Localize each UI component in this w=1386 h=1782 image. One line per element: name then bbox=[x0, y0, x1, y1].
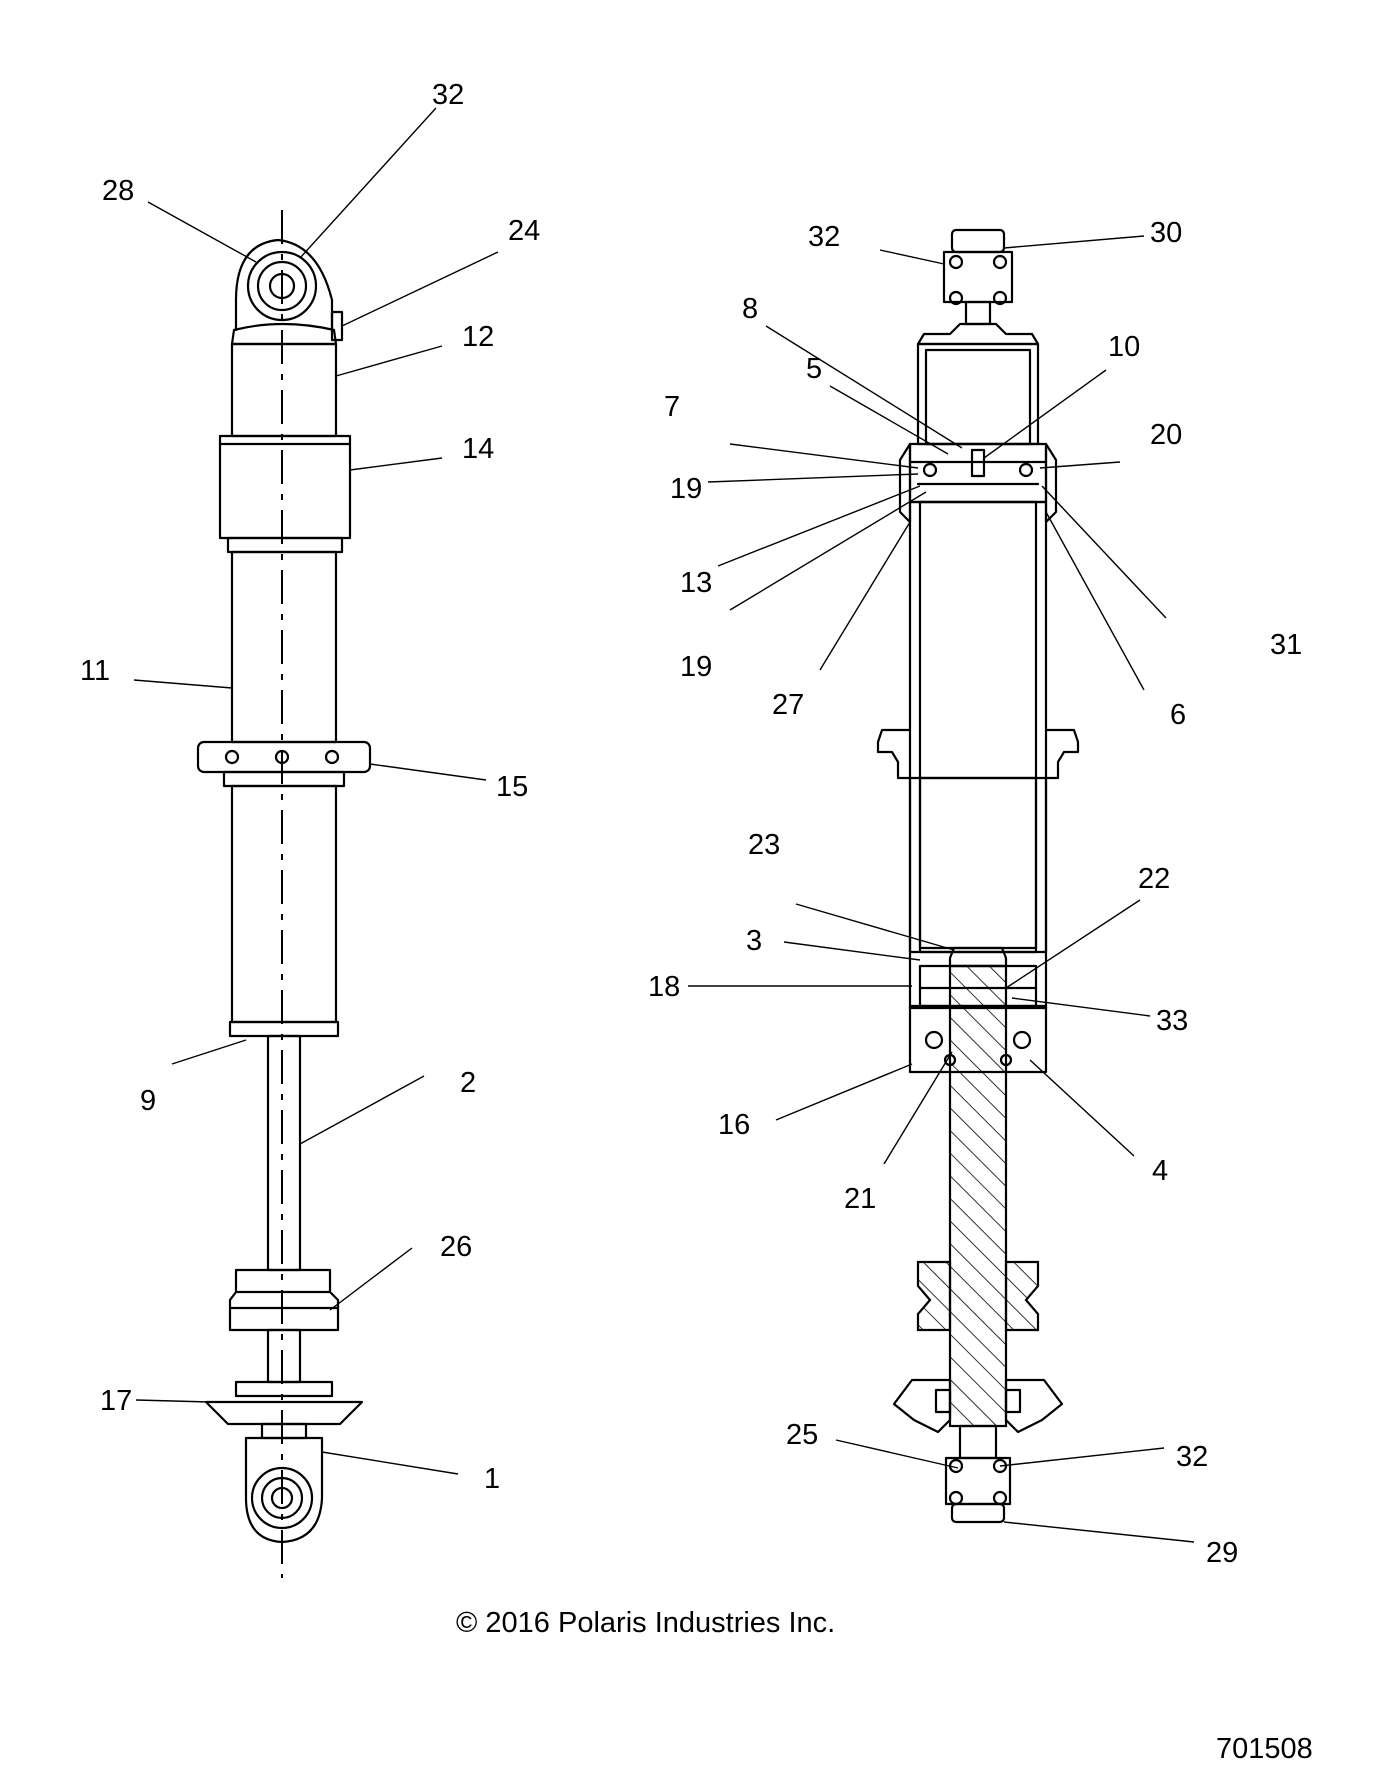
callout-22: 22 bbox=[1138, 863, 1170, 895]
callout-33: 33 bbox=[1156, 1005, 1188, 1037]
callout-16: 16 bbox=[718, 1109, 750, 1141]
callout-18: 18 bbox=[648, 971, 680, 1003]
leader-lines bbox=[133, 107, 1195, 1543]
right-callouts: 32 30 8 10 5 7 20 19 13 19 27 6 31 23 22… bbox=[648, 217, 1302, 1569]
callout-2: 2 bbox=[460, 1067, 476, 1099]
callout-7: 7 bbox=[664, 391, 680, 423]
callout-13: 13 bbox=[680, 567, 712, 599]
callout-15: 15 bbox=[496, 771, 528, 803]
callout-27: 27 bbox=[772, 689, 804, 721]
callout-11: 11 bbox=[80, 655, 110, 687]
callout-30: 30 bbox=[1150, 217, 1182, 249]
copyright-text: © 2016 Polaris Industries Inc. bbox=[456, 1607, 835, 1639]
callout-21: 21 bbox=[844, 1183, 876, 1215]
callout-5: 5 bbox=[806, 353, 822, 385]
callout-4: 4 bbox=[1152, 1155, 1168, 1187]
callout-31: 31 bbox=[1270, 629, 1302, 661]
callout-1: 1 bbox=[484, 1463, 500, 1495]
callout-9: 9 bbox=[140, 1085, 156, 1117]
shock-section-view bbox=[876, 228, 1080, 1524]
callout-17: 17 bbox=[100, 1385, 132, 1417]
callout-8: 8 bbox=[742, 293, 758, 325]
callout-12: 12 bbox=[462, 321, 494, 353]
callout-19-upper: 19 bbox=[670, 473, 702, 505]
callout-25: 25 bbox=[786, 1419, 818, 1451]
callout-10: 10 bbox=[1108, 331, 1140, 363]
shock-exterior-view bbox=[196, 210, 372, 1578]
callout-14: 14 bbox=[462, 433, 494, 465]
callout-32-bottom: 32 bbox=[1176, 1441, 1208, 1473]
callout-23: 23 bbox=[748, 829, 780, 861]
left-callouts: 32 28 24 12 14 11 15 9 2 26 17 1 bbox=[80, 79, 540, 1495]
callout-28: 28 bbox=[102, 175, 134, 207]
figure-number: 701508 bbox=[1216, 1733, 1313, 1765]
callout-24: 24 bbox=[508, 215, 540, 247]
callout-32-top: 32 bbox=[808, 221, 840, 253]
callout-6: 6 bbox=[1170, 699, 1186, 731]
callout-20: 20 bbox=[1150, 419, 1182, 451]
callout-19-lower: 19 bbox=[680, 651, 712, 683]
callout-29: 29 bbox=[1206, 1537, 1238, 1569]
callout-3: 3 bbox=[746, 925, 762, 957]
callout-26: 26 bbox=[440, 1231, 472, 1263]
callout-32: 32 bbox=[432, 79, 464, 111]
